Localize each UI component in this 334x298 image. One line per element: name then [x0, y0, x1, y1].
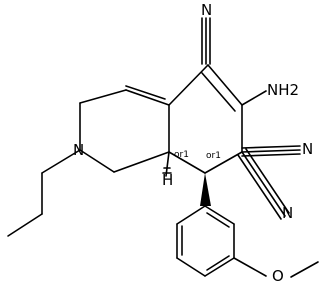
- atom-labels: N NH2 N N N H O or1 or1: [73, 1, 313, 285]
- amino-bond: [241, 90, 267, 106]
- aryl-bond-1: [176, 205, 206, 225]
- bond-skeleton: [7, 17, 319, 278]
- ring-bond-1-double: [201, 72, 236, 112]
- aryl-bond-6-double: [206, 212, 230, 228]
- stereo-left-label: or1: [174, 150, 189, 160]
- propyl-bond-3: [7, 213, 43, 237]
- ring-bond-1: [207, 64, 243, 106]
- propyl-bond-1: [41, 149, 81, 174]
- bridge-hydrogen-label: H: [162, 171, 173, 189]
- left-ring-bond-4: [79, 149, 115, 173]
- stereo-right-label: or1: [206, 151, 221, 161]
- nitrile-top-n-label: N: [201, 1, 212, 19]
- nitrile-right-n-label: N: [302, 140, 313, 158]
- left-ring-bond-2: [79, 89, 127, 104]
- nitrile-lower-bond-a: [241, 151, 286, 217]
- amine-label: NH2: [267, 81, 299, 99]
- methoxy-bond-1: [233, 257, 267, 277]
- nitrile-lower-bond-c: [237, 154, 282, 220]
- aryl-bond-6: [204, 205, 235, 225]
- ring-nitrogen-label: N: [73, 141, 84, 159]
- left-ring-bond-1: [125, 89, 170, 106]
- ring-bond-6: [168, 64, 209, 106]
- nitrile-right-bond-a: [241, 149, 301, 153]
- nitrile-right-bond-b: [241, 145, 301, 149]
- aryl-bond-4: [204, 257, 235, 277]
- left-ring-bond-5: [113, 151, 170, 173]
- nitrile-lower-n-label: N: [282, 204, 293, 222]
- methoxy-bond-2: [290, 261, 319, 278]
- methoxy-oxygen-label: O: [272, 267, 284, 285]
- bridge-h-hash-1: [165, 151, 170, 177]
- aryl-wedge-bond: [200, 173, 211, 206]
- aryl-bond-4-double: [206, 255, 230, 271]
- aryl-bond-3: [176, 257, 206, 277]
- left-ring-bond-1-double: [125, 85, 166, 100]
- nitrile-right-bond-c: [241, 153, 301, 157]
- ring-bond-3: [204, 151, 243, 174]
- nitrile-lower-bond-b: [245, 148, 290, 214]
- ring-bond-4: [168, 151, 206, 174]
